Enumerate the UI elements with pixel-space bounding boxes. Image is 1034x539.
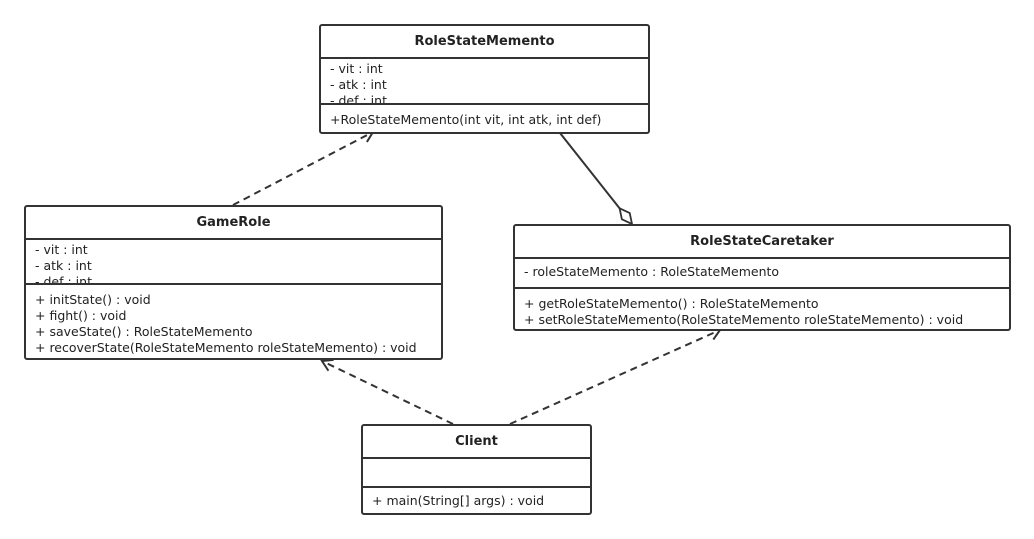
operations-section: +RoleStateMemento(int vit, int atk, int … — [321, 105, 648, 128]
operation: + fight() : void — [35, 308, 127, 323]
dependency-gamerole-to-memento[interactable] — [232, 130, 375, 206]
attribute: - def : int — [330, 93, 387, 105]
attributes-section — [363, 459, 590, 488]
operation: + setRoleStateMemento(RoleStateMemento r… — [524, 312, 964, 327]
operation: + main(String[] args) : void — [372, 493, 545, 508]
attribute: - vit : int — [35, 242, 88, 257]
class-name: Client — [363, 426, 590, 459]
operations-section: + getRoleStateMemento() : RoleStateMemen… — [515, 289, 1009, 328]
attribute: - def : int — [35, 274, 92, 285]
attribute: - atk : int — [35, 258, 92, 273]
operation: + saveState() : RoleStateMemento — [35, 324, 253, 339]
class-game-role[interactable]: GameRole - vit : int - atk : int - def :… — [24, 205, 443, 360]
attribute: - atk : int — [330, 77, 387, 92]
attribute: - roleStateMemento : RoleStateMemento — [524, 264, 780, 279]
class-role-state-caretaker[interactable]: RoleStateCaretaker - roleStateMemento : … — [513, 224, 1011, 331]
attribute: - vit : int — [330, 61, 383, 76]
dependency-client-to-caretaker[interactable] — [509, 327, 722, 425]
operations-section: + initState() : void + fight() : void + … — [26, 285, 441, 356]
class-client[interactable]: Client + main(String[] args) : void — [361, 424, 592, 515]
class-role-state-memento[interactable]: RoleStateMemento - vit : int - atk : int… — [319, 24, 650, 134]
attributes-section: - vit : int - atk : int - def : int — [26, 240, 441, 285]
attributes-section: - vit : int - atk : int - def : int — [321, 59, 648, 105]
operations-section: + main(String[] args) : void — [363, 488, 590, 509]
dependency-client-to-gamerole[interactable] — [320, 358, 454, 425]
class-name: RoleStateMemento — [321, 26, 648, 59]
class-name: RoleStateCaretaker — [515, 226, 1009, 259]
operation: + getRoleStateMemento() : RoleStateMemen… — [524, 296, 819, 311]
class-name: GameRole — [26, 207, 441, 240]
attributes-section: - roleStateMemento : RoleStateMemento — [515, 259, 1009, 289]
operation: + recoverState(RoleStateMemento roleStat… — [35, 340, 417, 355]
aggregation-memento-caretaker[interactable] — [559, 132, 632, 224]
operation: + initState() : void — [35, 292, 151, 307]
operation: +RoleStateMemento(int vit, int atk, int … — [330, 112, 602, 127]
